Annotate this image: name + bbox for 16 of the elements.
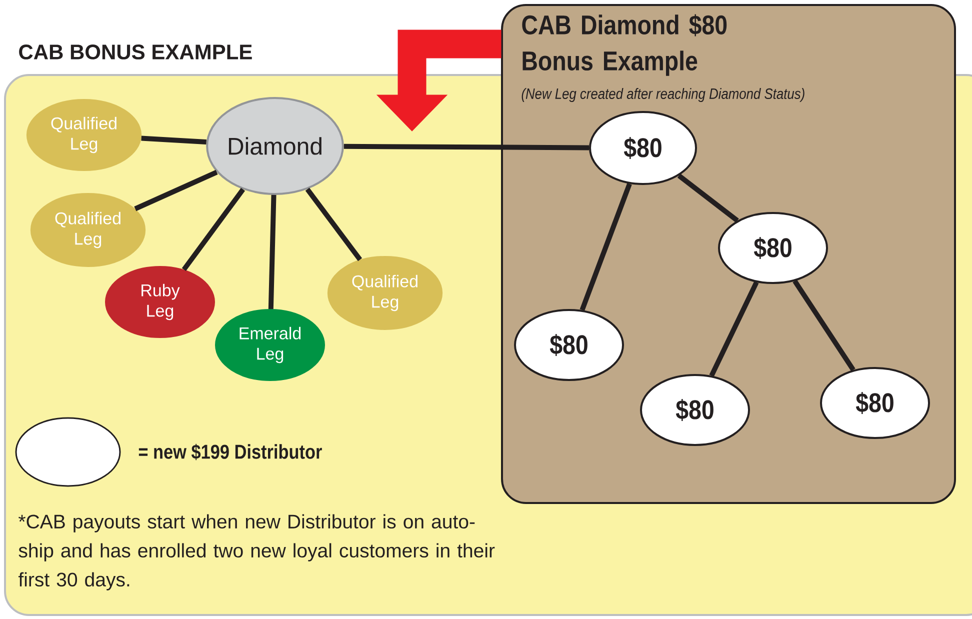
connector-line — [141, 136, 206, 145]
connector-line — [344, 144, 590, 150]
legend-key: = new $199 Distributor — [15, 417, 322, 487]
panel-title: CAB Diamond $80 Bonus Example — [522, 14, 727, 76]
connector-line — [709, 281, 759, 377]
connector-line — [677, 174, 739, 223]
bent-arrow — [376, 30, 502, 132]
connector-line — [182, 188, 246, 272]
connector-line — [792, 280, 856, 372]
footnote: *CAB payouts start when new Distributor is on auto-ship and has enrolled two new loyal customers in their first 30 days. — [18, 514, 495, 590]
panel-heading: CAB BONUS EXAMPLE — [19, 44, 252, 60]
connector-line — [305, 188, 362, 262]
panel-subtitle: (New Leg created after reaching Diamond Status) — [522, 88, 804, 102]
connector-line — [268, 194, 276, 310]
connector-line — [580, 182, 632, 311]
connector-line — [134, 170, 218, 212]
